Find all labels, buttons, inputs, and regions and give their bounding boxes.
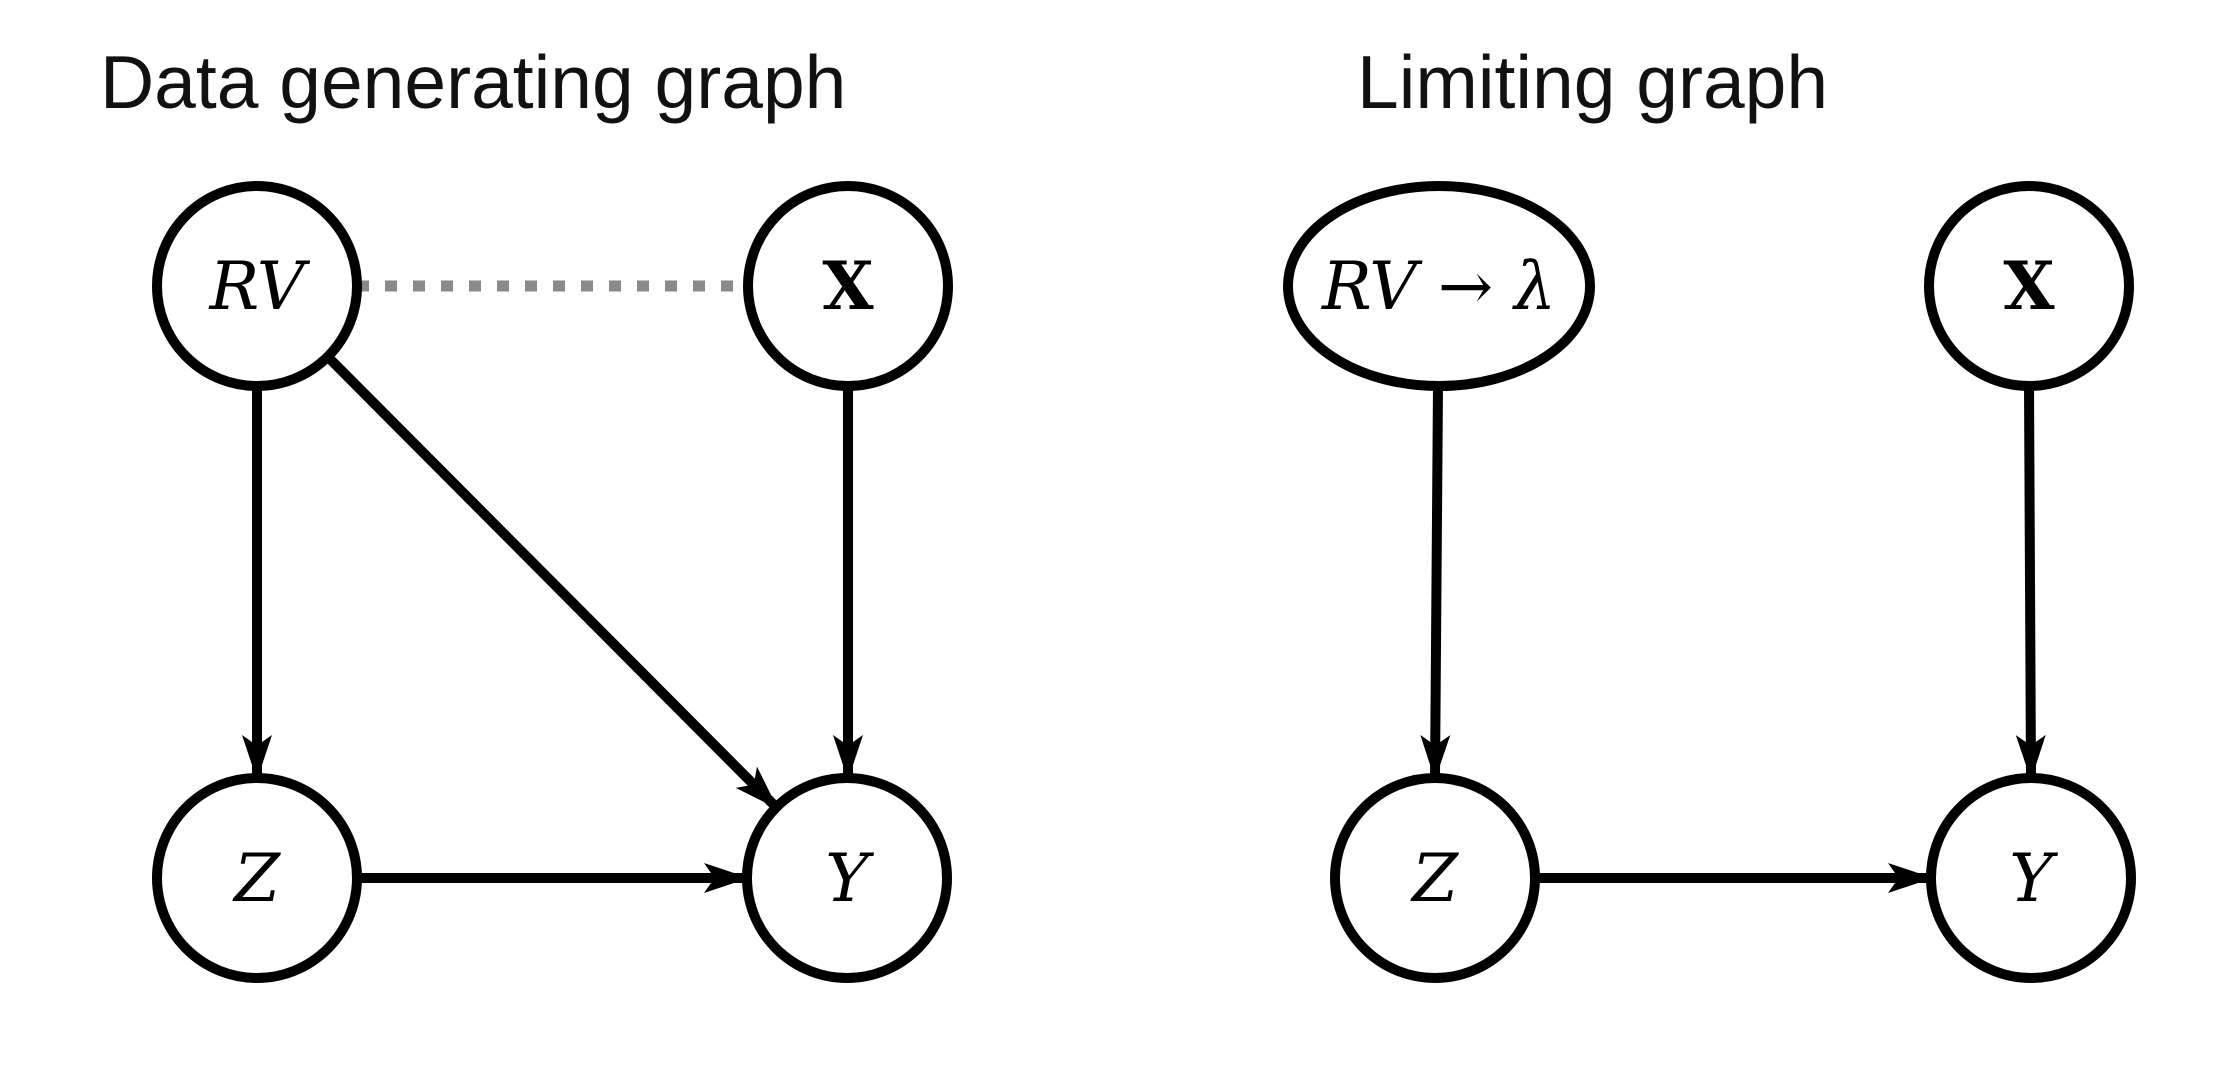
node-z-right-label: Z <box>1410 840 1459 917</box>
node-rv-lambda: RV → λ <box>1283 181 1595 391</box>
node-y-right-label: Y <box>2009 840 2058 917</box>
right-diagram: Limiting graph RV → λ X Z Y <box>1283 40 2136 983</box>
node-z-left-circle <box>152 773 362 983</box>
node-z-right-circle <box>1330 773 1540 983</box>
node-x-right-label: X <box>2003 247 2055 325</box>
node-x-left: X <box>743 181 953 391</box>
edge-x-to-y-right <box>2015 385 2046 780</box>
node-x-right-circle <box>1924 181 2134 391</box>
edge-rv-to-y <box>324 353 780 811</box>
right-diagram-title: Limiting graph <box>1357 40 1828 124</box>
node-rv: RV <box>152 181 362 391</box>
node-y-left-circle <box>742 773 952 983</box>
node-rv-lambda-ellipse <box>1283 181 1595 391</box>
node-y-right-circle <box>1926 773 2136 983</box>
node-rv-label: RV <box>208 248 310 325</box>
node-z-left-label: Z <box>232 840 281 917</box>
left-diagram-title: Data generating graph <box>100 40 846 124</box>
node-z-left: Z <box>152 773 362 983</box>
node-y-right: Y <box>1926 773 2136 983</box>
edge-rvlambda-to-z <box>1420 385 1451 780</box>
node-rv-lambda-label: RV → λ <box>1321 248 1556 325</box>
node-x-left-label: X <box>822 247 874 325</box>
left-diagram: Data generating graph RV X Z Y <box>100 40 953 983</box>
node-x-right: X <box>1924 181 2134 391</box>
node-y-left: Y <box>742 773 952 983</box>
node-x-left-circle <box>743 181 953 391</box>
node-rv-circle <box>152 181 362 391</box>
node-y-left-label: Y <box>825 840 874 917</box>
node-z-right: Z <box>1330 773 1540 983</box>
